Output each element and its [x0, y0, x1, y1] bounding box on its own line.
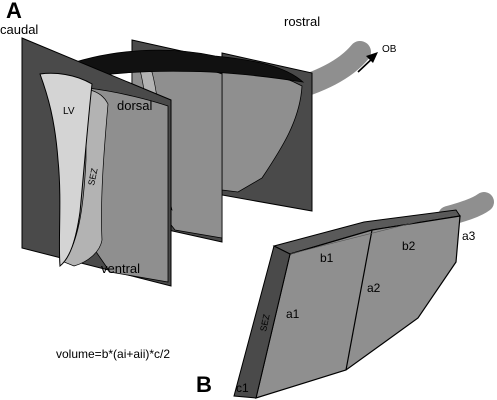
panel-a-letter: A	[6, 0, 22, 23]
ob-arrowhead	[366, 52, 378, 63]
b-diagonal	[289, 211, 457, 255]
sez-label-a: SEZ	[86, 167, 100, 187]
ob-label: OB	[382, 44, 397, 55]
c1-label: c1	[236, 381, 249, 395]
volume-formula: volume=b*(ai+aii)*c/2	[56, 347, 170, 361]
a2-edge	[345, 229, 373, 371]
ventral-label: ventral	[101, 261, 140, 276]
a3-label: a3	[462, 229, 476, 243]
b2-label: b2	[402, 239, 416, 253]
a2-label: a2	[367, 281, 381, 295]
lv-label: LV	[63, 106, 75, 117]
panel-b-letter: B	[196, 372, 212, 397]
b1-label: b1	[320, 251, 334, 265]
sez-caudal	[63, 89, 109, 267]
lateral-ventricle	[39, 72, 93, 267]
panel-a: A caudal rostral OB LV dorsal SEZ ventra…	[0, 0, 397, 287]
a1-label: a1	[286, 307, 300, 321]
rostral-label: rostral	[284, 14, 320, 29]
panel-b: b1 b2 a3 a2 a1 SEZ c1 volume=b*(ai+aii)*…	[56, 192, 494, 399]
caudal-label: caudal	[0, 22, 38, 37]
sez-face	[233, 245, 291, 399]
sez-label-b: SEZ	[258, 313, 272, 333]
dorsal-label: dorsal	[117, 98, 153, 113]
dorsal-band	[57, 49, 305, 83]
